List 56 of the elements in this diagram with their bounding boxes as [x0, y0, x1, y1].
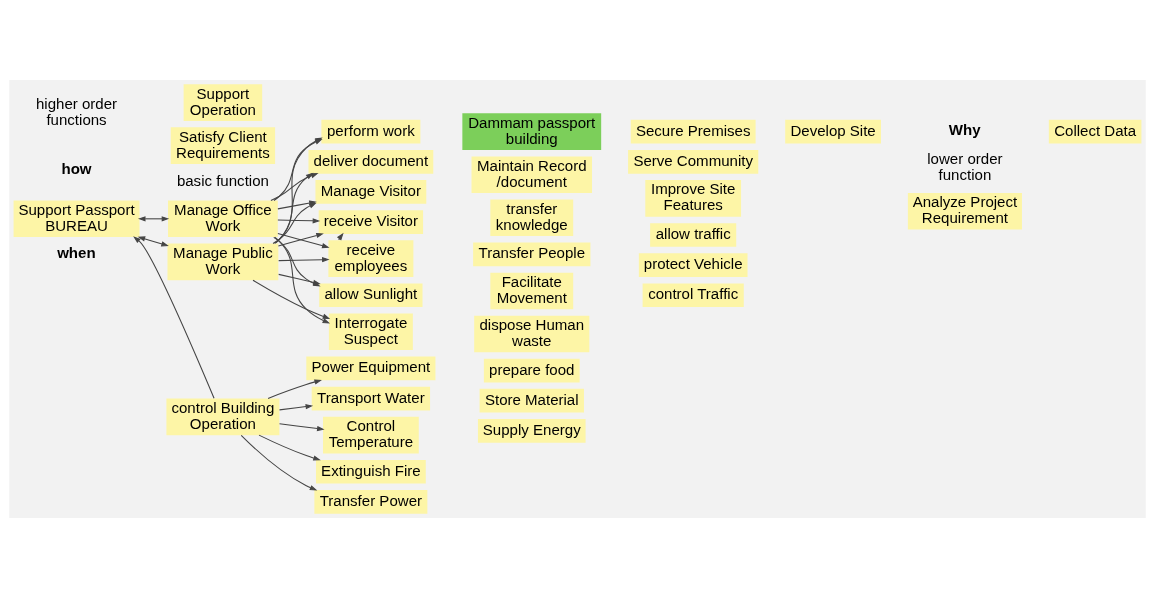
node-box: Analyze Project Requirement	[907, 193, 1022, 230]
node-box: Support Operation	[183, 84, 263, 121]
arrow	[133, 236, 215, 399]
label: lower order function	[927, 150, 1003, 184]
node-box: Maintain Record /document	[471, 156, 593, 193]
arrow	[258, 434, 321, 461]
node-box: dispose Human waste	[474, 315, 590, 353]
arrow	[278, 423, 325, 432]
label: basic function	[176, 172, 269, 190]
node-box: control Traffic	[642, 283, 744, 308]
node-box: Manage Office Work	[168, 200, 278, 238]
arrow	[274, 172, 314, 244]
node-box: Support Passport BUREAU	[13, 200, 140, 238]
node-box: protect Vehicle	[638, 253, 748, 277]
label: higher order functions	[35, 95, 118, 129]
arrow	[277, 233, 330, 249]
node-box: Manage Public Work	[167, 243, 279, 281]
arrow	[277, 232, 324, 247]
node-box: transfer knowledge	[490, 199, 574, 237]
node-box: Transfer Power	[314, 490, 428, 514]
node-box: Power Equipment	[306, 356, 436, 381]
node-box: Store Material	[479, 388, 584, 413]
node-box: Serve Community	[628, 149, 759, 174]
node-box: Satisfy Client Requirements	[170, 127, 276, 164]
node-box: prepare food	[483, 358, 580, 383]
node-box: Control Temperature	[323, 416, 419, 454]
arrow	[274, 236, 331, 324]
node-box: Improve Site Features	[645, 180, 742, 217]
arrow	[137, 236, 169, 247]
label: how	[61, 160, 92, 178]
node-box: Manage Visitor	[315, 180, 427, 204]
node-box: Transfer People	[473, 242, 591, 267]
node-box: Collect Data	[1048, 119, 1142, 144]
node-box: Interrogate Suspect	[328, 313, 413, 351]
arrow	[277, 218, 321, 224]
arrow	[240, 434, 318, 491]
node-box: receive Visitor	[318, 210, 424, 234]
label: when	[57, 244, 96, 262]
node-box: Develop Site	[785, 119, 881, 144]
arrow	[278, 403, 314, 411]
node-box: deliver document	[308, 149, 434, 174]
node-box: allow traffic	[650, 223, 737, 247]
node-box: Supply Energy	[477, 419, 586, 443]
arrow	[278, 257, 330, 263]
node-box: Facilitate Movement	[490, 272, 574, 310]
node-box: Secure Premises	[630, 119, 756, 144]
arrow	[270, 173, 319, 202]
node-box: Transport Water	[311, 386, 431, 411]
arrow	[336, 232, 344, 241]
arrow	[267, 379, 322, 399]
node-box: Dammam passport building	[462, 113, 602, 150]
node-box: perform work	[321, 119, 421, 144]
node-box: control Building Operation	[166, 398, 280, 436]
node-box: allow Sunlight	[319, 283, 423, 308]
label: Why	[948, 120, 981, 138]
node-box: Extinguish Fire	[316, 459, 426, 484]
